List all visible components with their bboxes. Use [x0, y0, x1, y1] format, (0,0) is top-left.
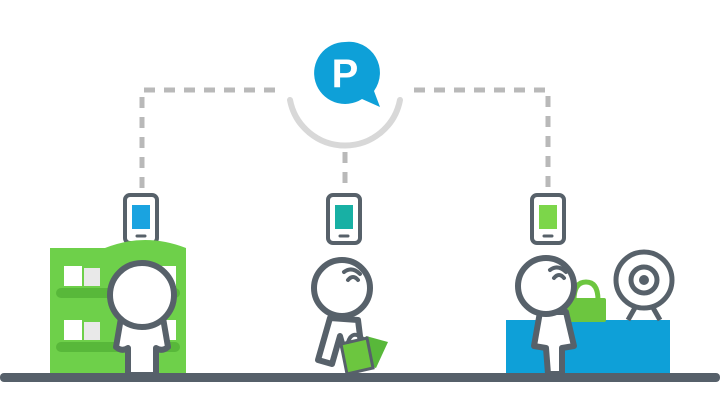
logo-letter: P: [332, 52, 359, 96]
phone-icon-left: [123, 193, 159, 245]
logo-bubble: [314, 41, 380, 107]
phone-icon-right: [530, 193, 566, 245]
shopping-bag-icon: [339, 332, 388, 376]
connector-right: [414, 87, 551, 188]
ground-line: [0, 373, 720, 382]
logo-shadow-arc: [287, 97, 403, 149]
shopper-at-shelf-icon: [107, 260, 177, 378]
walking-shopper-icon: [311, 257, 388, 376]
logo-badge: P: [287, 41, 403, 149]
connector-lines: [139, 87, 551, 190]
webcam-icon: [613, 249, 675, 322]
phone-icon-center: [326, 193, 362, 245]
connector-left: [139, 87, 282, 188]
checkout-counter: [506, 320, 670, 374]
